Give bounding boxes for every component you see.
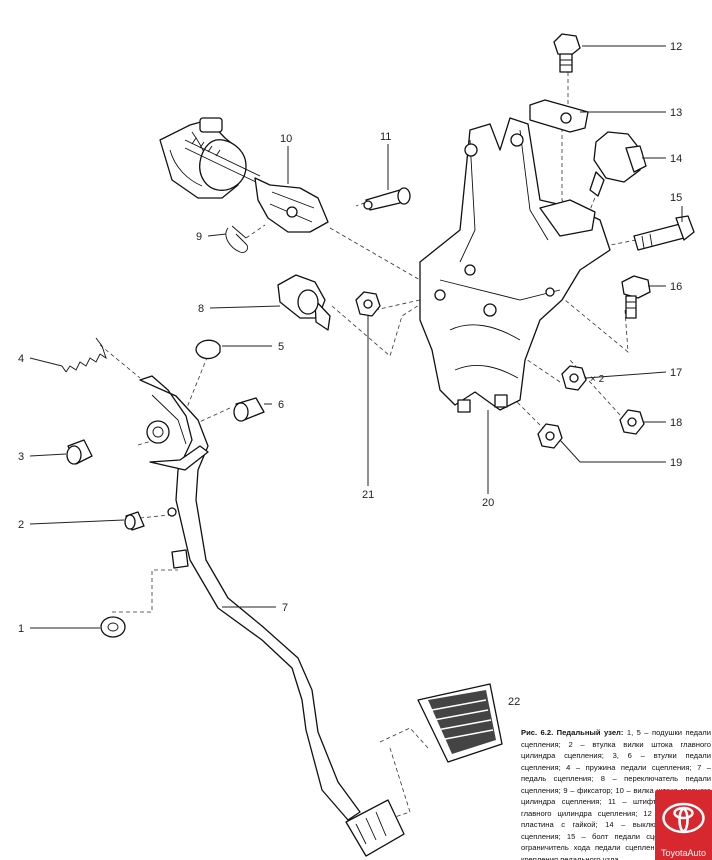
callout-14: 14 — [670, 153, 682, 165]
master-cylinder — [159, 117, 261, 199]
return-spring-4 — [61, 337, 107, 373]
nut-19 — [537, 423, 563, 449]
callout-13: 13 — [670, 107, 682, 119]
callout-17: 17 — [670, 367, 682, 379]
callout-9: 9 — [196, 231, 202, 243]
callout-labels: 1 2 3 4 5 6 7 8 9 10 11 12 13 14 15 16 1… — [18, 41, 682, 708]
pedal-bushing-6 — [233, 397, 265, 422]
clutch-start-switch-14 — [589, 131, 647, 197]
pedal-stopper-16 — [621, 275, 651, 319]
toyota-emblem-icon — [662, 802, 705, 834]
callout-2: 2 — [18, 519, 24, 531]
callout-22: 22 — [508, 696, 520, 708]
callout-leaders — [29, 45, 667, 629]
pedal-cushion-1 — [100, 616, 126, 638]
figure-caption: Рис. 6.2. Педальный узел: 1, 5 – подушки… — [521, 727, 711, 860]
callout-12: 12 — [670, 41, 682, 53]
callout-8: 8 — [198, 303, 204, 315]
bolt-12 — [553, 33, 581, 73]
callout-3: 3 — [18, 451, 24, 463]
pedal-switch-8 — [277, 274, 331, 331]
nut-18 — [619, 409, 645, 435]
callout-20: 20 — [482, 497, 494, 509]
clevis-bushing-2 — [124, 511, 145, 531]
callout-7: 7 — [282, 602, 288, 614]
nut-21 — [355, 291, 381, 317]
callout-4: 4 — [18, 353, 24, 365]
clutch-pedal-7 — [139, 375, 361, 821]
callout-5: 5 — [278, 341, 284, 353]
callout-21: 21 — [362, 489, 374, 501]
callout-6: 6 — [278, 399, 284, 411]
retaining-clip-9 — [225, 225, 249, 253]
clevis-pin-11 — [363, 187, 411, 211]
multiplier-note: × 2 — [590, 374, 605, 385]
callout-1: 1 — [18, 623, 24, 635]
callout-10: 10 — [280, 133, 292, 145]
caption-heading: Рис. 6.2. Педальный узел: — [521, 728, 624, 737]
bracket-nut-17 — [561, 365, 587, 391]
toyota-auto-logo: ToyotaAuto — [655, 790, 712, 860]
callout-16: 16 — [670, 281, 682, 293]
pedal-foot-pad — [345, 799, 405, 857]
pedal-bracket-20 — [419, 117, 611, 413]
callout-11: 11 — [380, 131, 391, 143]
callout-18: 18 — [670, 417, 682, 429]
logo-text: ToyotaAuto — [660, 848, 707, 858]
pedal-cushion-5 — [195, 339, 221, 360]
pedal-bushing-3 — [66, 439, 93, 465]
callout-15: 15 — [670, 192, 682, 204]
pedal-pad-22 — [417, 683, 503, 763]
pedal-bolt-15 — [633, 215, 695, 251]
caption-body: 1, 5 – подушки педали сцепления; 2 – вту… — [521, 728, 711, 860]
callout-19: 19 — [670, 457, 682, 469]
plate-with-nut-13 — [529, 99, 589, 133]
clevis-10 — [254, 177, 329, 233]
